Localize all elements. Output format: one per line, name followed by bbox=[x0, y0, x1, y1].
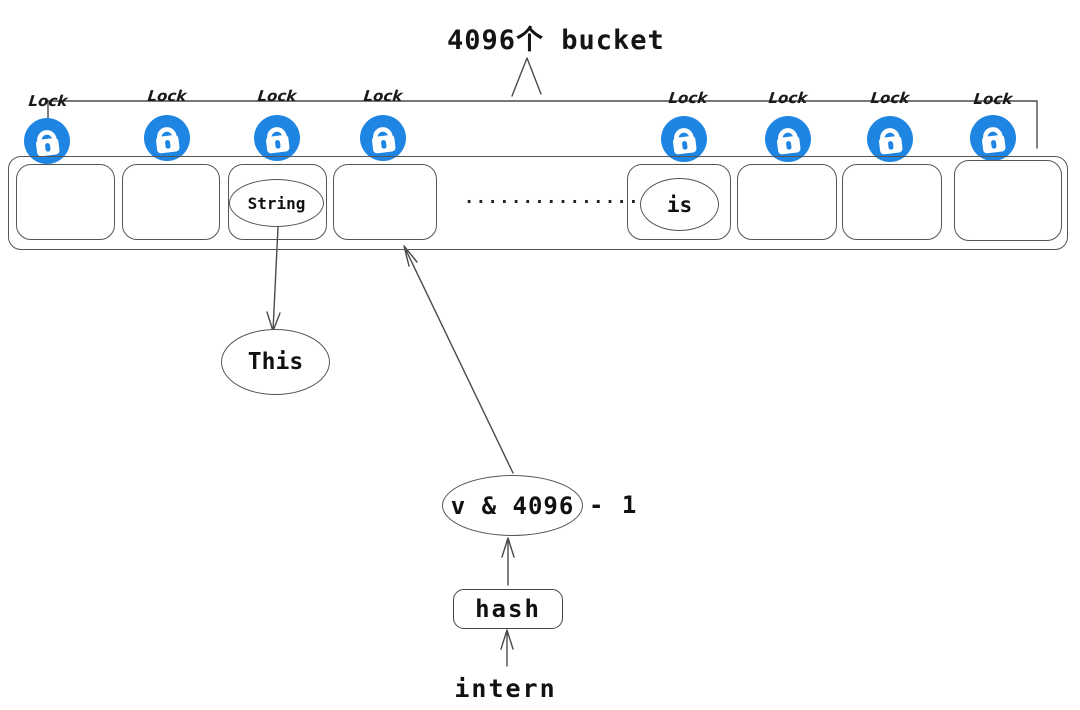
bucket-cell bbox=[333, 164, 437, 240]
lock-label: Lock bbox=[869, 89, 911, 107]
lock-label: Lock bbox=[27, 92, 69, 110]
bucket-cell bbox=[228, 164, 327, 240]
node-hash: hash bbox=[453, 589, 563, 629]
bucket-entry-is: is bbox=[640, 178, 719, 231]
bucket-cell bbox=[122, 164, 220, 240]
brace-caret bbox=[511, 57, 542, 97]
arrow-mask-to-bucket bbox=[403, 245, 514, 474]
lock-label: Lock bbox=[667, 89, 709, 107]
mask-expression-suffix: - 1 bbox=[589, 491, 639, 519]
node-this: This bbox=[221, 329, 330, 395]
lock-label: Lock bbox=[767, 89, 809, 107]
diagram-title: 4096个 bucket bbox=[447, 25, 665, 56]
node-mask-expression: v & 4096 bbox=[442, 475, 583, 536]
node-intern: intern bbox=[454, 674, 557, 703]
bucket-cell bbox=[627, 164, 731, 240]
bucket-cell bbox=[842, 164, 942, 240]
lock-icon bbox=[970, 115, 1016, 161]
lock-icon bbox=[254, 115, 300, 161]
lock-label: Lock bbox=[972, 90, 1014, 108]
lock-icon bbox=[867, 116, 913, 162]
lock-icon bbox=[360, 115, 406, 161]
arrow-hash-to-mask bbox=[501, 537, 515, 586]
lock-icon bbox=[661, 116, 707, 162]
lock-label: Lock bbox=[362, 87, 404, 105]
lock-icon bbox=[144, 115, 190, 161]
lock-label: Lock bbox=[146, 87, 188, 105]
lock-label: Lock bbox=[256, 87, 298, 105]
bucket-array-container bbox=[8, 156, 1068, 250]
ellipsis-dots: ............... bbox=[464, 188, 641, 208]
lock-icon bbox=[765, 116, 811, 162]
arrow-intern-to-hash bbox=[500, 629, 514, 667]
bucket-cell bbox=[954, 160, 1062, 241]
bucket-entry-string: String bbox=[229, 179, 324, 227]
bucket-cell bbox=[737, 164, 837, 240]
bucket-cell bbox=[16, 164, 115, 240]
